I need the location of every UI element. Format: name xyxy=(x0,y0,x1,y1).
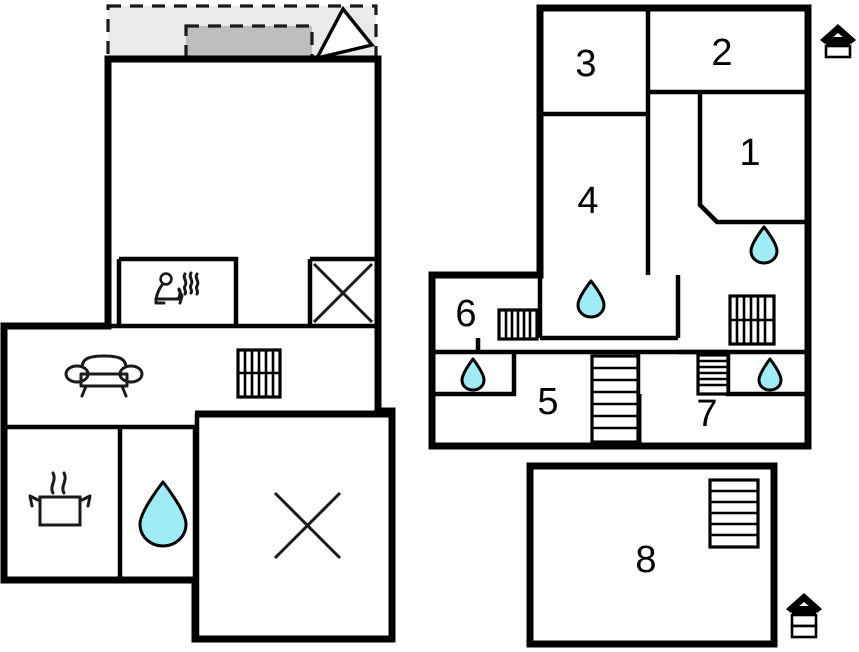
stair-room5-horizontal xyxy=(590,354,640,444)
droplet-central-bath xyxy=(576,279,606,319)
room-label-2: 2 xyxy=(711,32,732,74)
stair-room6-vertical xyxy=(497,308,539,341)
room-label-3: 3 xyxy=(575,43,596,85)
main-house-upper-floor: 3 2 1 4 6 5 7 xyxy=(428,4,812,450)
wall-room1-left-chamfered xyxy=(697,92,808,225)
droplet-room6-wc xyxy=(460,357,486,392)
stair-room8-horizontal xyxy=(708,478,760,549)
room-label-4: 4 xyxy=(577,180,598,222)
wall-central-corridor-bottom xyxy=(537,275,678,341)
cross-garage-left-plan xyxy=(273,491,342,560)
kitchen-pot-icon xyxy=(28,471,92,527)
sauna-icon xyxy=(154,271,200,305)
stair-left-plan-vertical xyxy=(236,348,282,399)
stair-room7-horizontal xyxy=(696,353,730,396)
house-entrance-icon xyxy=(820,24,856,59)
room-label-6: 6 xyxy=(455,293,476,335)
wall-cross-room-upper xyxy=(307,256,378,326)
main-house-ground-floor xyxy=(0,4,396,643)
cross-unheated-room-upper-left-plan xyxy=(312,262,374,324)
droplet-room7-wc xyxy=(757,357,783,392)
sofa-icon xyxy=(64,354,144,398)
terrace-inner-deck xyxy=(184,24,314,61)
room-label-8: 8 xyxy=(635,539,656,581)
stair-right-upper-vertical xyxy=(728,294,776,346)
room-label-7: 7 xyxy=(696,393,717,435)
droplet-bathroom-left-plan xyxy=(138,480,188,548)
room-label-1: 1 xyxy=(739,132,760,174)
annex-outer-wall xyxy=(526,462,778,648)
droplet-room1-ensuite xyxy=(749,225,779,265)
door-swing-arrow-icon xyxy=(313,5,376,61)
house-entrance-two-storey-icon xyxy=(786,593,822,639)
wall-wc-left-box xyxy=(432,352,517,397)
wall-sauna-room xyxy=(119,256,239,326)
room-label-5: 5 xyxy=(537,381,558,423)
annex-building: 8 xyxy=(526,462,778,648)
